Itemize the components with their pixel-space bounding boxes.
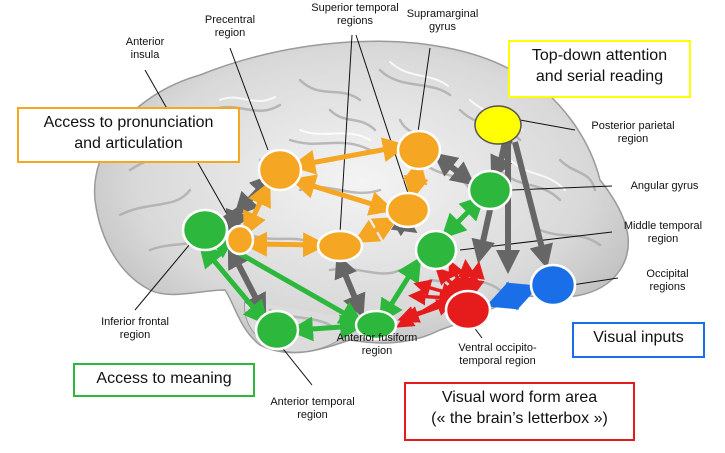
supramarginal-node <box>396 129 442 171</box>
label-precentral: Precentral region <box>204 14 256 39</box>
occipital-node <box>529 263 577 307</box>
label-anterior-temporal: Anterior temporal region <box>270 396 355 421</box>
label-anterior-insula: Anterior insula <box>125 36 165 61</box>
label-occipital: Occipital regions <box>646 268 689 293</box>
anterior-temporal-node <box>254 309 300 351</box>
vwfa-node <box>444 289 492 331</box>
posterior-parietal-node <box>474 105 522 145</box>
label-anterior-fusiform: Anterior fusiform region <box>336 332 418 357</box>
anterior-fusiform-node <box>354 309 398 341</box>
label-angular-gyrus: Angular gyrus <box>630 180 699 192</box>
region-nodes <box>181 105 577 351</box>
visual-inputs-box: Visual inputs <box>572 322 705 358</box>
label-inferior-frontal: Inferior frontal region <box>101 316 169 341</box>
vwfa-box: Visual word form area (« the brain’s let… <box>404 382 635 441</box>
middle-temporal-node <box>414 229 458 271</box>
inferior-frontal-node <box>181 208 229 252</box>
label-supramarginal: Supramarginal gyrus <box>406 8 479 33</box>
pronunciation-box: Access to pronunciation and articulation <box>17 107 240 163</box>
superior-temporal-node <box>385 191 431 229</box>
label-ventral-occipito-temporal: Ventral occipito- temporal region <box>458 342 537 367</box>
blue-connection <box>485 281 540 311</box>
precentral-node <box>257 148 303 192</box>
red-connections <box>396 259 485 328</box>
anterior-insula-node <box>225 224 255 256</box>
attention-box: Top-down attention and serial reading <box>508 40 691 98</box>
label-middle-temporal: Middle temporal region <box>623 220 703 245</box>
superior-temporal-anterior-node <box>316 229 364 263</box>
meaning-box: Access to meaning <box>73 363 255 397</box>
angular-gyrus-node <box>467 169 513 211</box>
label-superior-temporal: Superior temporal regions <box>311 2 399 27</box>
label-posterior-parietal: Posterior parietal region <box>591 120 675 145</box>
